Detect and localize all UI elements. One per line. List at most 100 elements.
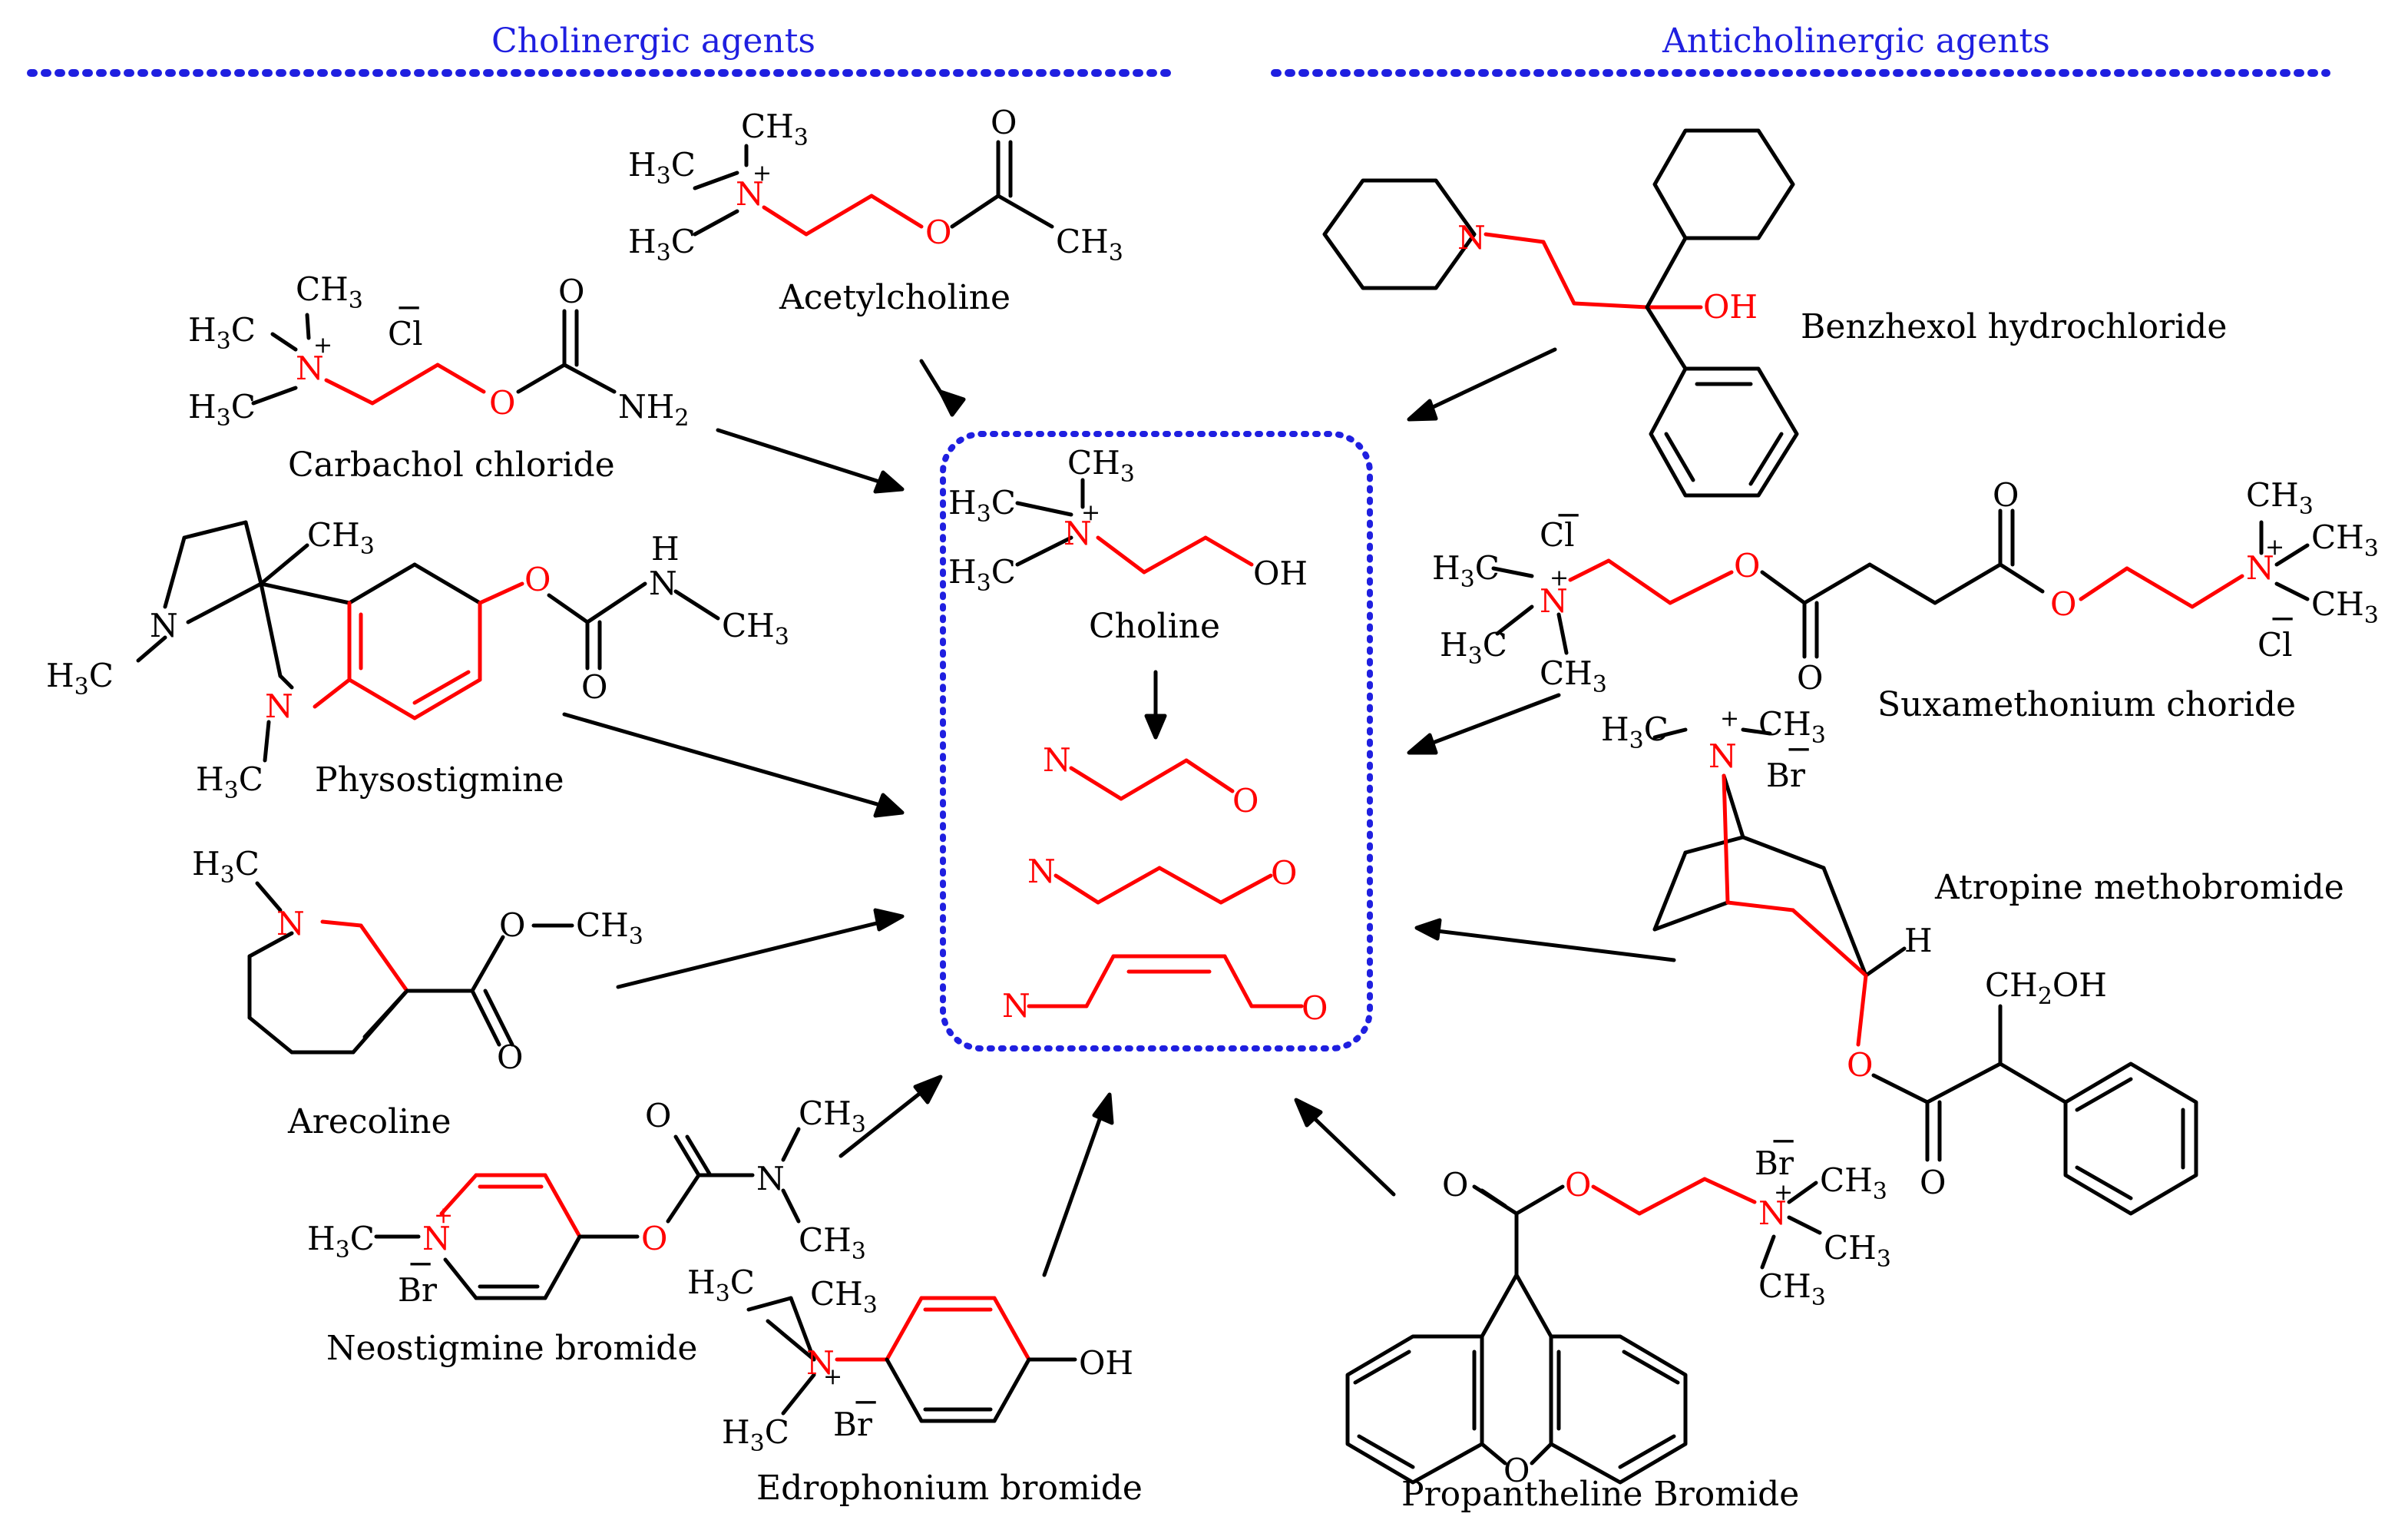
edrophonium-structure (746, 1092, 1114, 1423)
atom-label: + (2265, 534, 2285, 561)
atom-label: N (1758, 1194, 1787, 1232)
atom-label: + (1081, 499, 1101, 526)
atom-label: O (581, 668, 608, 706)
suxamethonium-label: Suxamethonium choride (1877, 685, 2297, 724)
atom-label: Br (398, 1271, 437, 1309)
atom-label: H3C (1432, 549, 1500, 593)
atom-label: Br (1755, 1144, 1794, 1182)
atom-label: − (395, 288, 423, 326)
atom-label: − (852, 1383, 880, 1420)
carbachol-label: Carbachol chloride (288, 445, 615, 485)
atom-label: CH3 (2311, 585, 2379, 629)
atom-label: O (991, 104, 1017, 141)
atom-label: N (1027, 853, 1056, 890)
atom-label: CH3 (741, 108, 809, 151)
atom-label: O (1503, 1452, 1530, 1489)
atom-label: H3C (307, 1220, 375, 1263)
atom-label: CH3 (576, 906, 643, 950)
atom-label: − (1770, 1121, 1798, 1159)
atom-label: CH2OH (1985, 966, 2107, 1010)
atom-label: Br (1766, 757, 1805, 794)
cholinergic-heading: Cholinergic agents (491, 22, 815, 61)
atom-label: N (1063, 515, 1092, 552)
atom-label: O (489, 384, 516, 422)
atom-label: + (823, 1363, 843, 1390)
atom-label: O (497, 1038, 524, 1076)
atom-label: CH3 (1056, 223, 1123, 267)
atom-label: H3C (196, 760, 263, 804)
atom-label: − (407, 1244, 435, 1282)
atom-label: + (1550, 565, 1570, 591)
atom-label: N (276, 905, 305, 942)
atom-label: H3C (722, 1413, 789, 1457)
physostigmine-structure (136, 520, 905, 818)
atom-label: O (1232, 782, 1259, 820)
atom-label: H3C (192, 845, 260, 889)
atom-label: CH3 (1758, 1267, 1826, 1311)
atom-label: Br (833, 1406, 872, 1443)
atom-label: N (422, 1220, 451, 1257)
atropine-structure (1414, 727, 2198, 1216)
atom-label: N (150, 607, 178, 644)
atom-label: H3C (948, 484, 1016, 528)
atom-label: O (524, 561, 551, 598)
atom-label: O (1734, 547, 1761, 585)
acetylcholine-structure (693, 140, 1054, 417)
atom-label: H3C (1601, 710, 1669, 754)
atom-label: + (1774, 1179, 1794, 1206)
physostigmine-label: Physostigmine (315, 760, 564, 800)
choline-label: Choline (1089, 607, 1221, 646)
atom-label: CH3 (1758, 705, 1826, 749)
atom-label: + (434, 1202, 454, 1229)
atom-label: O (1565, 1166, 1592, 1204)
atom-label: O (1442, 1166, 1469, 1204)
atom-label: − (2269, 599, 2297, 637)
atom-label: N (649, 565, 677, 602)
atom-label: CH3 (810, 1275, 878, 1319)
propantheline-structure (1294, 1098, 1822, 1485)
atom-label: H3C (687, 1263, 755, 1307)
atom-label: CH3 (1067, 444, 1135, 488)
atom-label: N (1457, 219, 1486, 257)
atom-label: H3C (188, 388, 256, 432)
atom-label: CH3 (799, 1095, 866, 1138)
atom-label: H3C (1440, 626, 1507, 670)
atom-label: O (499, 906, 526, 944)
atom-label: − (1555, 495, 1583, 533)
atom-label: O (1847, 1046, 1874, 1084)
atom-label: − (1785, 730, 1813, 767)
atom-label: H3C (628, 223, 696, 267)
atom-label: O (645, 1097, 672, 1134)
benzhexol-structure (1322, 128, 1799, 498)
atom-label: Cl (388, 315, 423, 353)
atom-label: O (2050, 585, 2077, 623)
propantheline-label: Propantheline Bromide (1401, 1475, 1800, 1514)
atom-label: CH3 (307, 516, 375, 560)
atom-label: N (2246, 549, 2274, 587)
atom-label: H (651, 530, 680, 568)
acetylcholine-label: Acetylcholine (779, 278, 1011, 317)
pharmacophore-box (940, 431, 1373, 1052)
atom-label: + (1720, 705, 1740, 732)
anticholinergic-heading: Anticholinergic agents (1662, 22, 2050, 61)
arecoline-label: Arecoline (288, 1102, 452, 1141)
atom-label: CH3 (2311, 518, 2379, 562)
atom-label: H3C (188, 311, 256, 355)
atom-label: OH (1079, 1344, 1134, 1382)
atom-label: N (736, 175, 764, 213)
neostigmine-structure (374, 1075, 943, 1300)
atom-label: O (1993, 476, 2019, 514)
atom-label: N (1708, 737, 1737, 775)
atom-label: + (752, 160, 772, 187)
atom-label: OH (1253, 555, 1308, 592)
atropine-label: Atropine methobromide (1935, 868, 2344, 907)
edrophonium-label: Edrophonium bromide (756, 1469, 1143, 1508)
suxamethonium-structure (1407, 508, 2310, 755)
atom-label: O (1302, 989, 1328, 1027)
atom-label: NH2 (618, 388, 690, 432)
atom-label: N (296, 349, 324, 387)
atom-label: N (756, 1160, 785, 1197)
atom-label: H3C (628, 146, 696, 190)
atom-label: CH3 (2246, 476, 2314, 520)
